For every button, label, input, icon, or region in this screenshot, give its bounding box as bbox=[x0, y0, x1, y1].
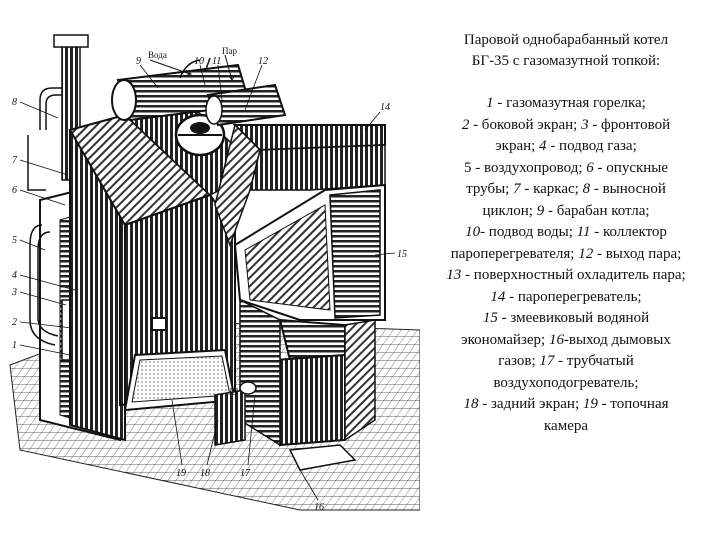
legend-line: 5 - воздухопровод; 6 - опускные bbox=[418, 158, 714, 180]
inlet-arrows bbox=[149, 54, 236, 81]
steam-label: Пар bbox=[222, 46, 237, 56]
legend-text: - боковой экран; bbox=[469, 116, 582, 133]
callout-3: 3 bbox=[11, 287, 17, 298]
legend-text: пароперегревателя; bbox=[450, 245, 579, 262]
callout-10: 10 bbox=[194, 56, 204, 67]
legend-number: 17 bbox=[539, 353, 555, 369]
legend-text: воздухоподогреватель; bbox=[493, 374, 639, 391]
legend-number: 9 bbox=[536, 202, 545, 219]
legend-text: - коллектор bbox=[590, 224, 667, 240]
legend-number: 7 bbox=[513, 181, 521, 197]
callout-6: 6 bbox=[12, 185, 17, 196]
legend-number: 15 bbox=[482, 310, 498, 326]
callout-16: 16 bbox=[314, 502, 324, 513]
legend-line: экран; 4 - подвод газа; bbox=[418, 136, 714, 158]
callout-numbers: 1 2 3 4 5 6 7 8 9 10 11 12 13 14 15 16 1… bbox=[11, 56, 407, 513]
legend-number: 19 bbox=[582, 396, 598, 412]
legend-text: - змеевиковый водяной bbox=[497, 310, 650, 326]
legend-number: 1 bbox=[486, 95, 494, 111]
legend-text: 5 - воздухопровод; bbox=[463, 159, 587, 176]
legend-line: 10- подвод воды; 11 - коллектор bbox=[418, 222, 714, 244]
legend-text: - фронтовой bbox=[588, 116, 671, 133]
legend-number: 10 bbox=[465, 224, 481, 240]
caption-title-line-2: БГ-35 с газомазутной топкой: bbox=[471, 53, 661, 69]
water-label: Вода bbox=[148, 50, 167, 60]
legend-number: 3 bbox=[581, 116, 589, 133]
callout-8: 8 bbox=[12, 97, 17, 108]
callout-2: 2 bbox=[12, 317, 17, 328]
legend-number: 4 bbox=[539, 138, 547, 154]
callout-17: 17 bbox=[240, 468, 251, 479]
callout-leaders bbox=[19, 64, 396, 501]
legend-number: 12 bbox=[578, 245, 594, 262]
callout-18: 18 bbox=[200, 468, 210, 479]
callout-11: 11 bbox=[212, 56, 221, 67]
legend-text: циклон; bbox=[482, 202, 537, 219]
boiler-cutaway-drawing: Вода Пар 1 2 3 4 5 6 7 8 9 10 11 12 13 bbox=[9, 34, 420, 513]
caption-title-line-1: Паровой однобарабанный котел bbox=[463, 32, 669, 48]
legend-text: -выход дымовых bbox=[563, 331, 671, 348]
caption-legend: 1 - газомазутная горелка;2 - боковой экр… bbox=[418, 93, 714, 437]
callout-19: 19 bbox=[176, 468, 186, 479]
callout-7: 7 bbox=[12, 155, 18, 166]
legend-line: трубы; 7 - каркас; 8 - выносной bbox=[418, 179, 714, 201]
legend-line: 18 - задний экран; 19 - топочная bbox=[418, 394, 714, 416]
figure-caption: Паровой однобарабанный котел БГ-35 с газ… bbox=[418, 30, 714, 437]
legend-text: - подвод воды; bbox=[480, 224, 577, 240]
caption-title: Паровой однобарабанный котел БГ-35 с газ… bbox=[418, 30, 714, 72]
legend-line: 15 - змеевиковый водяной bbox=[418, 308, 714, 330]
flue-gas-outlet bbox=[214, 381, 357, 471]
legend-text: - поверхностный охладитель пара; bbox=[461, 267, 686, 283]
callout-14: 14 bbox=[380, 102, 390, 113]
legend-number: 8 bbox=[582, 181, 591, 197]
legend-text: экран; bbox=[495, 138, 540, 154]
legend-text: - трубчатый bbox=[554, 353, 634, 369]
legend-text: - задний экран; bbox=[478, 396, 583, 412]
callout-9: 9 bbox=[136, 56, 141, 67]
legend-text: - опускные bbox=[593, 159, 669, 176]
legend-text: - каркас; bbox=[520, 181, 583, 197]
legend-number: 14 bbox=[490, 288, 506, 305]
legend-line: 1 - газомазутная горелка; bbox=[418, 93, 714, 115]
legend-line: камера bbox=[418, 416, 714, 438]
legend-text: - выносной bbox=[590, 181, 666, 197]
legend-number: 16 bbox=[548, 331, 564, 348]
legend-text: газов; bbox=[498, 353, 540, 369]
legend-text: камера bbox=[543, 417, 589, 434]
callout-12: 12 bbox=[258, 56, 268, 67]
callout-5: 5 bbox=[12, 235, 17, 246]
furnace-chamber bbox=[123, 193, 237, 412]
legend-number: 18 bbox=[463, 396, 479, 412]
legend-line: пароперегревателя; 12 - выход пара; bbox=[418, 244, 714, 266]
legend-line: 14 - пароперегреватель; bbox=[418, 287, 714, 309]
callout-4: 4 bbox=[12, 270, 17, 281]
legend-text: экономайзер; bbox=[461, 331, 549, 348]
legend-text: - выход пара; bbox=[593, 245, 682, 262]
air-heater bbox=[239, 298, 376, 447]
legend-number: 6 bbox=[586, 159, 594, 176]
callout-1: 1 bbox=[12, 340, 17, 351]
legend-number: 13 bbox=[446, 267, 462, 283]
legend-text: - барабан котла; bbox=[544, 202, 650, 219]
legend-line: 2 - боковой экран; 3 - фронтовой bbox=[418, 115, 714, 137]
legend-text: - подвод газа; bbox=[546, 138, 637, 154]
economizer bbox=[233, 183, 386, 321]
legend-line: циклон; 9 - барабан котла; bbox=[418, 201, 714, 223]
legend-text: - топочная bbox=[597, 396, 669, 412]
superheater bbox=[214, 123, 386, 248]
legend-text: - газомазутная горелка; bbox=[493, 95, 646, 111]
legend-text: трубы; bbox=[466, 181, 514, 197]
callout-13: 13 bbox=[228, 387, 238, 398]
callout-15: 15 bbox=[397, 249, 407, 260]
legend-line: газов; 17 - трубчатый bbox=[418, 351, 714, 373]
air-duct bbox=[27, 87, 68, 346]
legend-number: 2 bbox=[461, 116, 470, 133]
legend-line: 13 - поверхностный охладитель пара; bbox=[418, 265, 714, 287]
legend-text: - пароперегреватель; bbox=[505, 288, 642, 305]
legend-line: воздухоподогреватель; bbox=[418, 373, 714, 395]
legend-number: 11 bbox=[576, 224, 591, 240]
legend-line: экономайзер; 16-выход дымовых bbox=[418, 330, 714, 352]
